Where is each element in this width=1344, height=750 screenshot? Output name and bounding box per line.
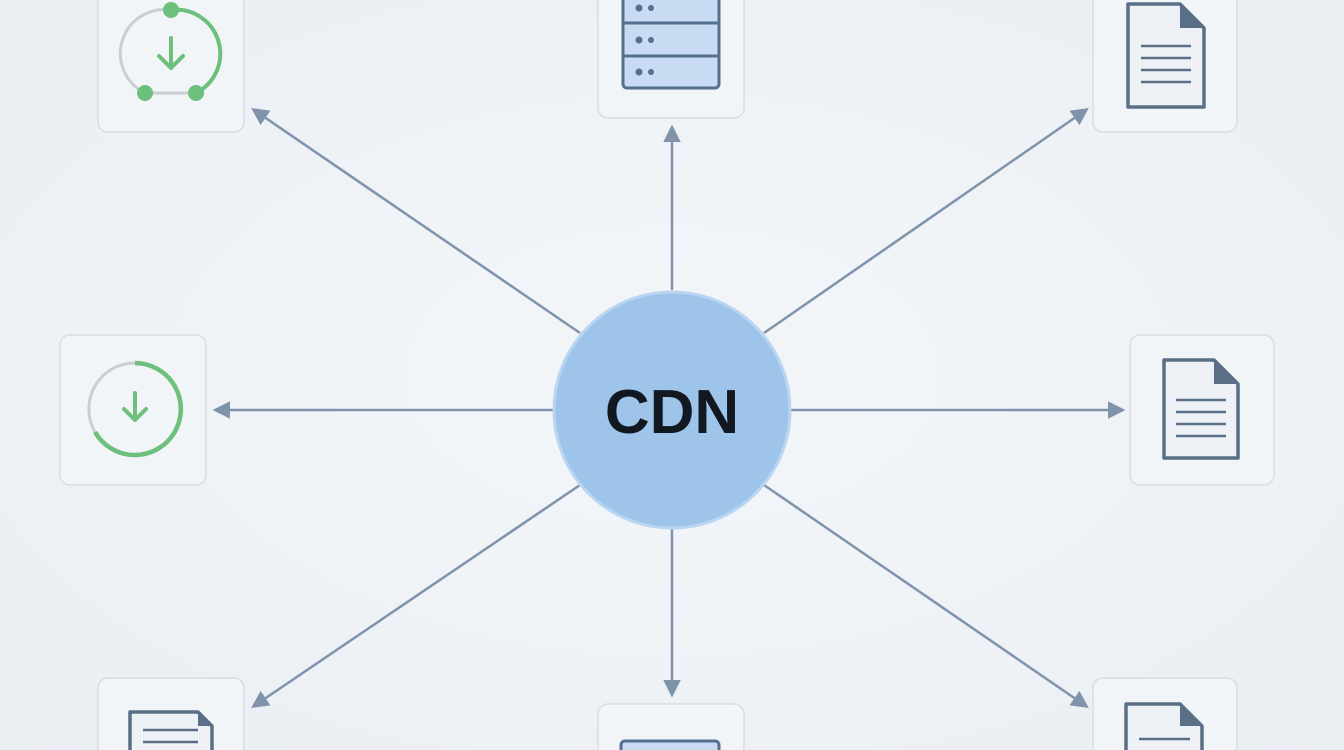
download-refresh-icon xyxy=(118,2,223,101)
node-top-right[interactable] xyxy=(1092,0,1238,133)
cdn-hub[interactable]: CDN xyxy=(552,290,792,530)
server-icon xyxy=(619,739,721,750)
node-bottom-left[interactable] xyxy=(97,677,245,750)
document-icon xyxy=(128,710,214,750)
node-bottom-center[interactable] xyxy=(597,703,745,750)
document-icon xyxy=(1162,358,1240,460)
server-icon xyxy=(621,0,721,90)
download-icon xyxy=(87,360,184,458)
arrow-to-bottom-left xyxy=(251,483,581,708)
hub-circle xyxy=(552,290,792,530)
hub-label: CDN xyxy=(605,378,739,447)
document-icon xyxy=(1126,2,1206,109)
node-bottom-right[interactable] xyxy=(1092,677,1238,750)
node-middle-right[interactable] xyxy=(1129,334,1275,486)
connectors xyxy=(212,108,1126,708)
arrow-to-top-right xyxy=(763,108,1089,335)
arrow-to-bottom-right xyxy=(763,483,1089,708)
node-box xyxy=(597,703,745,750)
arrow-to-top-left xyxy=(251,108,581,335)
node-top-left[interactable] xyxy=(97,0,245,133)
document-icon xyxy=(1124,702,1204,750)
node-middle-left[interactable] xyxy=(59,334,207,486)
node-top-center[interactable] xyxy=(597,0,745,119)
